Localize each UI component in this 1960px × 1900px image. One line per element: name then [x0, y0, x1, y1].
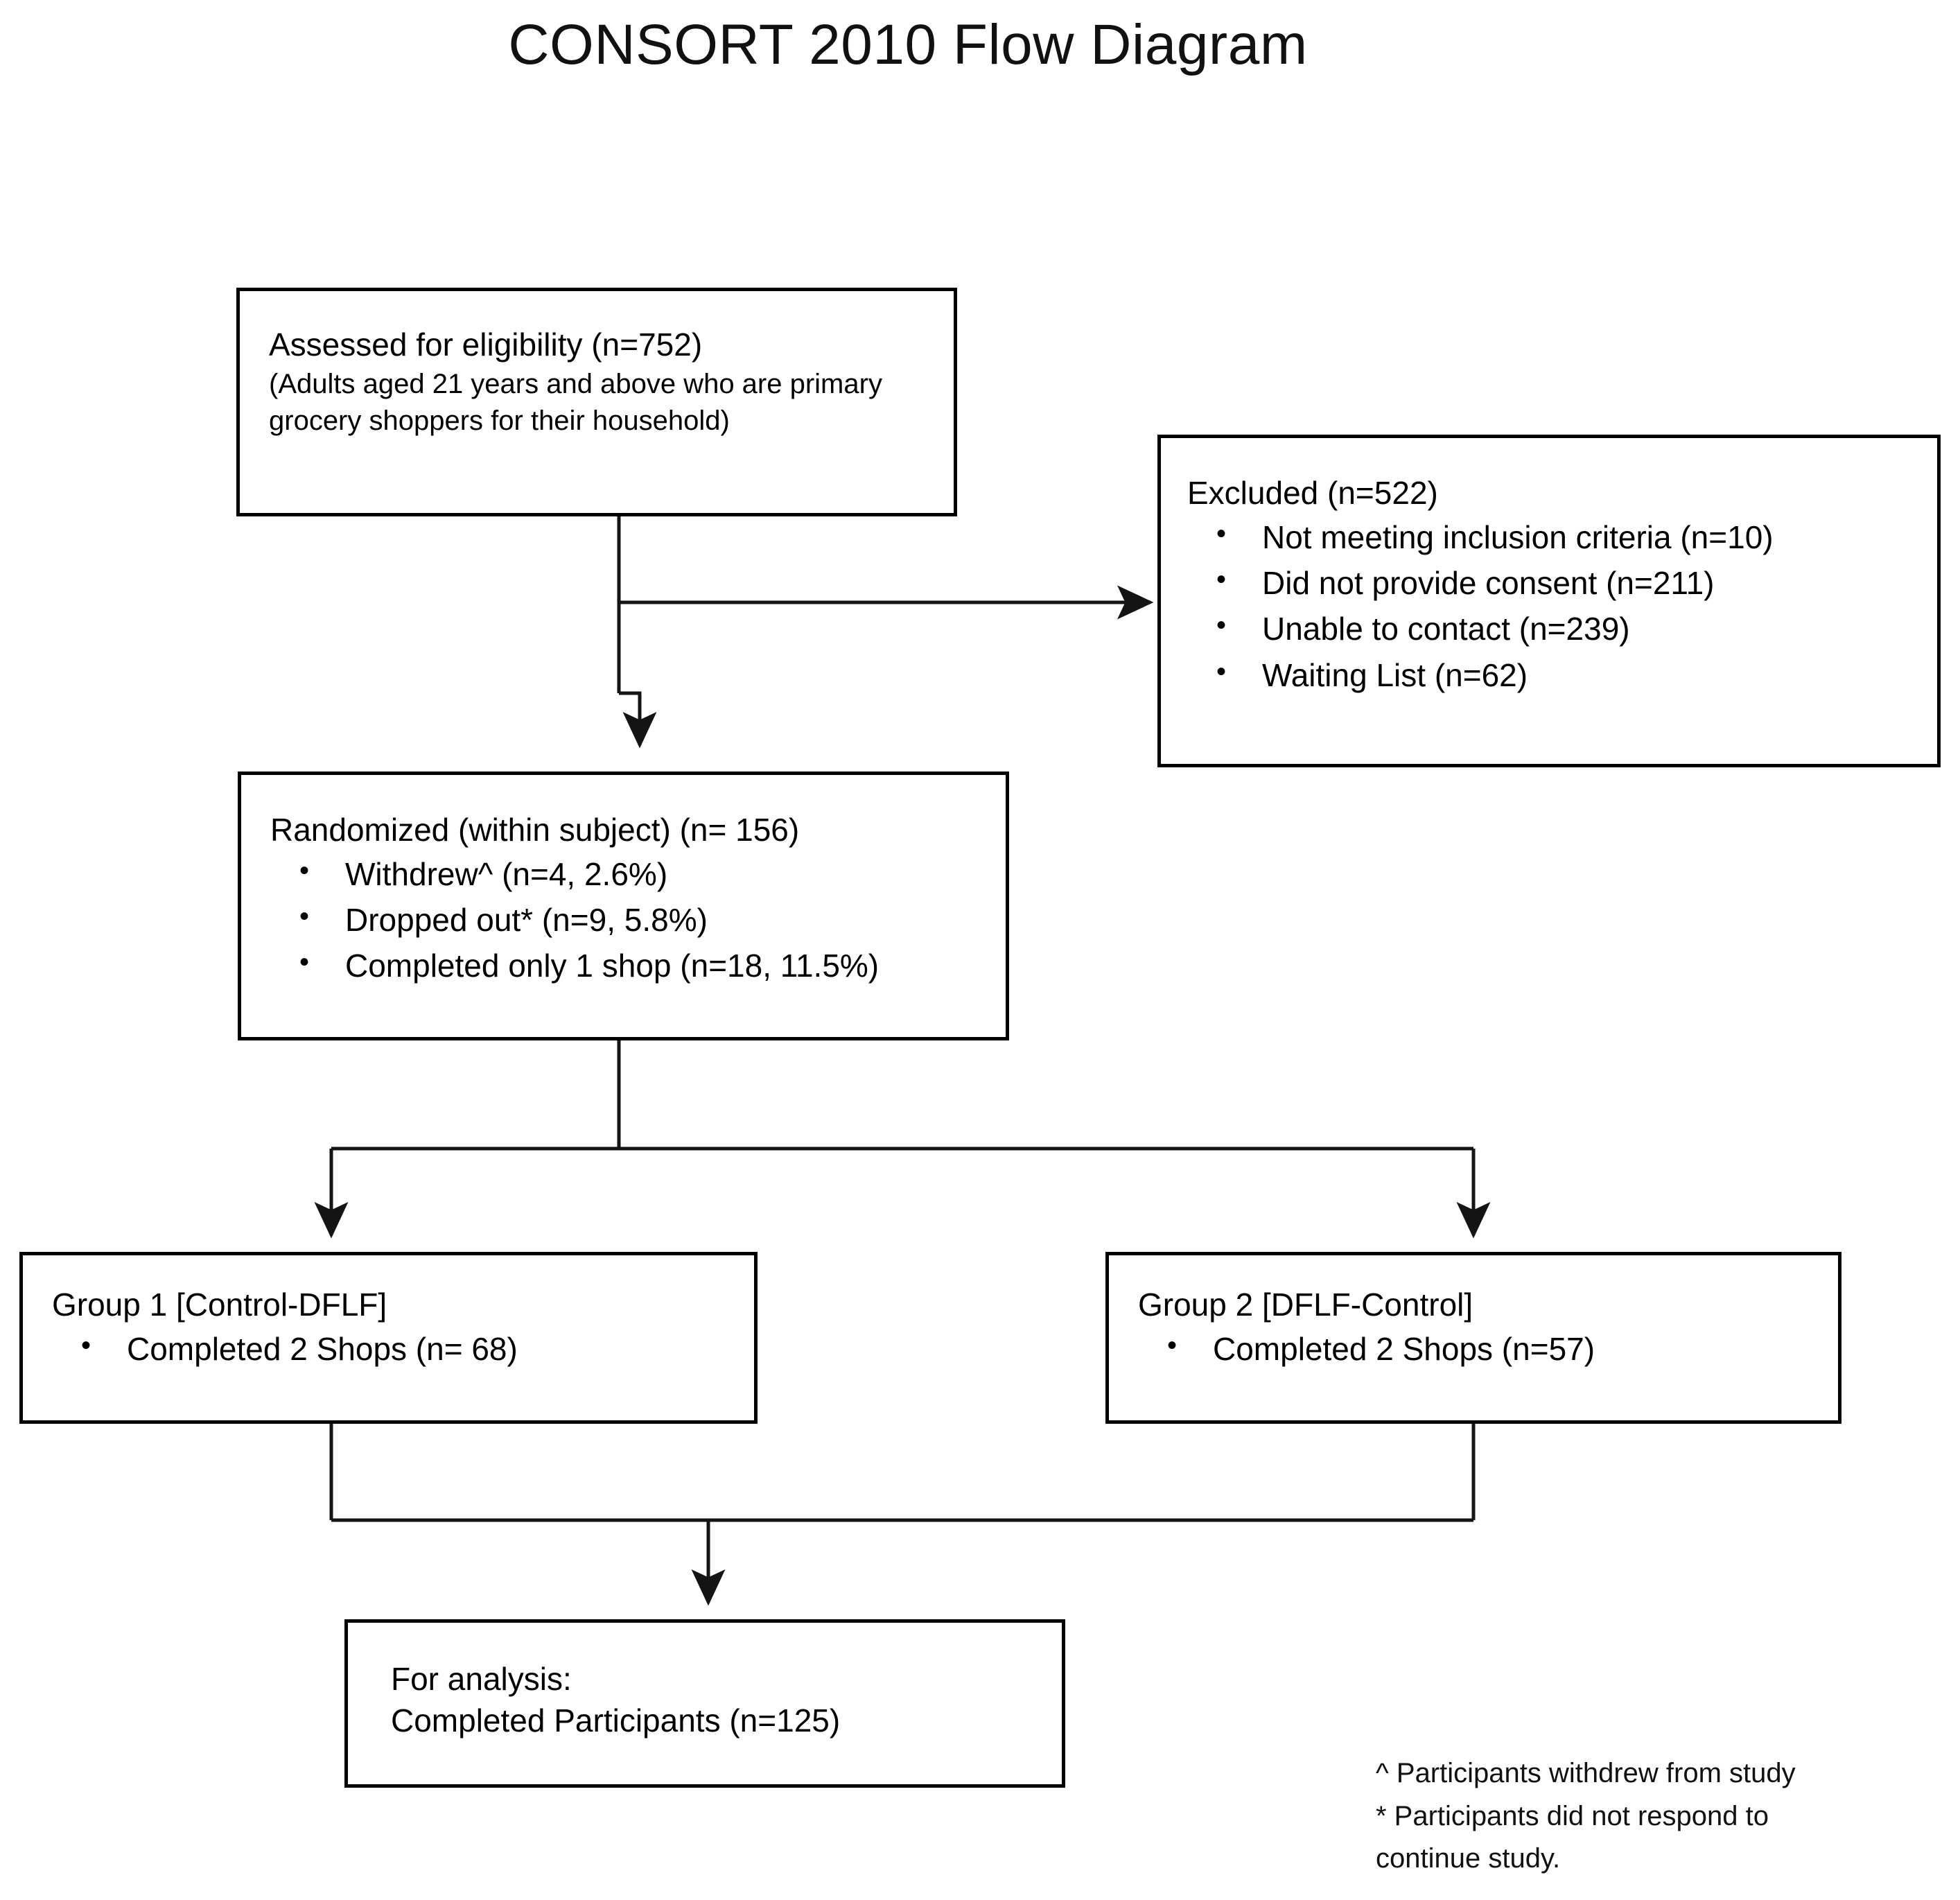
group-1-heading: Group 1 [Control-DFLF]: [52, 1287, 387, 1323]
node-randomized[interactable]: Randomized (within subject) (n= 156) • W…: [238, 772, 1009, 1040]
excluded-reason-label: Did not provide consent (n=211): [1262, 565, 1715, 602]
footnote-caret: ^ Participants withdrew from study: [1376, 1758, 1796, 1788]
node-excluded-content: Excluded (n=522) • Not meeting inclusion…: [1161, 438, 1937, 698]
list-item: • Completed 2 Shops (n= 68): [52, 1326, 754, 1372]
footnote-asterisk-line-2: continue study.: [1376, 1843, 1561, 1874]
node-group-2[interactable]: Group 2 [DFLF-Control] • Completed 2 Sho…: [1105, 1252, 1841, 1424]
bullet-icon: •: [1216, 656, 1227, 687]
list-item: • Withdrew^ (n=4, 2.6%): [270, 851, 1006, 897]
node-randomized-content: Randomized (within subject) (n= 156) • W…: [241, 775, 1006, 989]
bullet-icon: •: [299, 855, 310, 886]
bullet-icon: •: [1216, 518, 1227, 549]
assessed-heading: Assessed for eligibility (n=752): [269, 326, 703, 363]
node-group-1-content: Group 1 [Control-DFLF] • Completed 2 Sho…: [23, 1255, 754, 1372]
list-item: • Waiting List (n=62): [1187, 652, 1937, 698]
bullet-icon: •: [1216, 564, 1227, 595]
node-excluded[interactable]: Excluded (n=522) • Not meeting inclusion…: [1157, 435, 1941, 767]
assessed-detail-line-1: (Adults aged 21 years and above who are …: [269, 368, 882, 399]
node-analysis-content: For analysis: Completed Participants (n=…: [348, 1623, 1062, 1742]
bullet-icon: •: [299, 901, 310, 932]
randomized-attrition-label: Dropped out* (n=9, 5.8%): [345, 902, 708, 939]
group-1-list: • Completed 2 Shops (n= 68): [52, 1326, 754, 1372]
page-title: CONSORT 2010 Flow Diagram: [508, 13, 1308, 76]
node-group-1[interactable]: Group 1 [Control-DFLF] • Completed 2 Sho…: [19, 1252, 758, 1424]
excluded-reason-label: Unable to contact (n=239): [1262, 611, 1630, 647]
node-assessed-for-eligibility[interactable]: Assessed for eligibility (n=752) (Adults…: [236, 288, 957, 516]
randomized-attrition-label: Completed only 1 shop (n=18, 11.5%): [345, 948, 880, 984]
list-item: • Did not provide consent (n=211): [1187, 560, 1937, 606]
list-item: • Unable to contact (n=239): [1187, 606, 1937, 652]
excluded-reason-label: Not meeting inclusion criteria (n=10): [1262, 518, 1774, 555]
list-item: • Completed only 1 shop (n=18, 11.5%): [270, 943, 1006, 988]
footnote-asterisk-line-1: * Participants did not respond to: [1376, 1800, 1769, 1831]
randomized-attrition-label: Withdrew^ (n=4, 2.6%): [345, 855, 668, 892]
analysis-line-2: Completed Participants (n=125): [391, 1702, 841, 1738]
list-item: • Dropped out* (n=9, 5.8%): [270, 897, 1006, 943]
assessed-detail-line-2: grocery shoppers for their household): [269, 406, 730, 437]
analysis-line-1: For analysis:: [391, 1661, 572, 1697]
footnotes: ^ Participants withdrew from study * Par…: [1376, 1752, 1916, 1881]
list-item: • Not meeting inclusion criteria (n=10): [1187, 514, 1937, 560]
group-2-heading: Group 2 [DFLF-Control]: [1138, 1287, 1473, 1323]
node-group-2-content: Group 2 [DFLF-Control] • Completed 2 Sho…: [1109, 1255, 1838, 1372]
bullet-icon: •: [299, 947, 310, 978]
bullet-icon: •: [1216, 610, 1227, 641]
excluded-reason-list: • Not meeting inclusion criteria (n=10) …: [1187, 514, 1937, 698]
group-2-list: • Completed 2 Shops (n=57): [1138, 1326, 1838, 1372]
randomized-heading: Randomized (within subject) (n= 156): [270, 812, 800, 848]
excluded-heading: Excluded (n=522): [1187, 475, 1438, 511]
node-analysis[interactable]: For analysis: Completed Participants (n=…: [344, 1619, 1065, 1788]
randomized-attrition-list: • Withdrew^ (n=4, 2.6%) • Dropped out* (…: [270, 851, 1006, 989]
group-2-item-label: Completed 2 Shops (n=57): [1213, 1330, 1595, 1367]
excluded-reason-label: Waiting List (n=62): [1262, 656, 1528, 693]
group-1-item-label: Completed 2 Shops (n= 68): [127, 1330, 518, 1367]
connector-eligibility-to-randomized: [619, 691, 657, 749]
bullet-icon: •: [1167, 1330, 1178, 1361]
list-item: • Completed 2 Shops (n=57): [1138, 1326, 1838, 1372]
node-assessed-content: Assessed for eligibility (n=752) (Adults…: [240, 291, 954, 440]
bullet-icon: •: [81, 1330, 91, 1361]
